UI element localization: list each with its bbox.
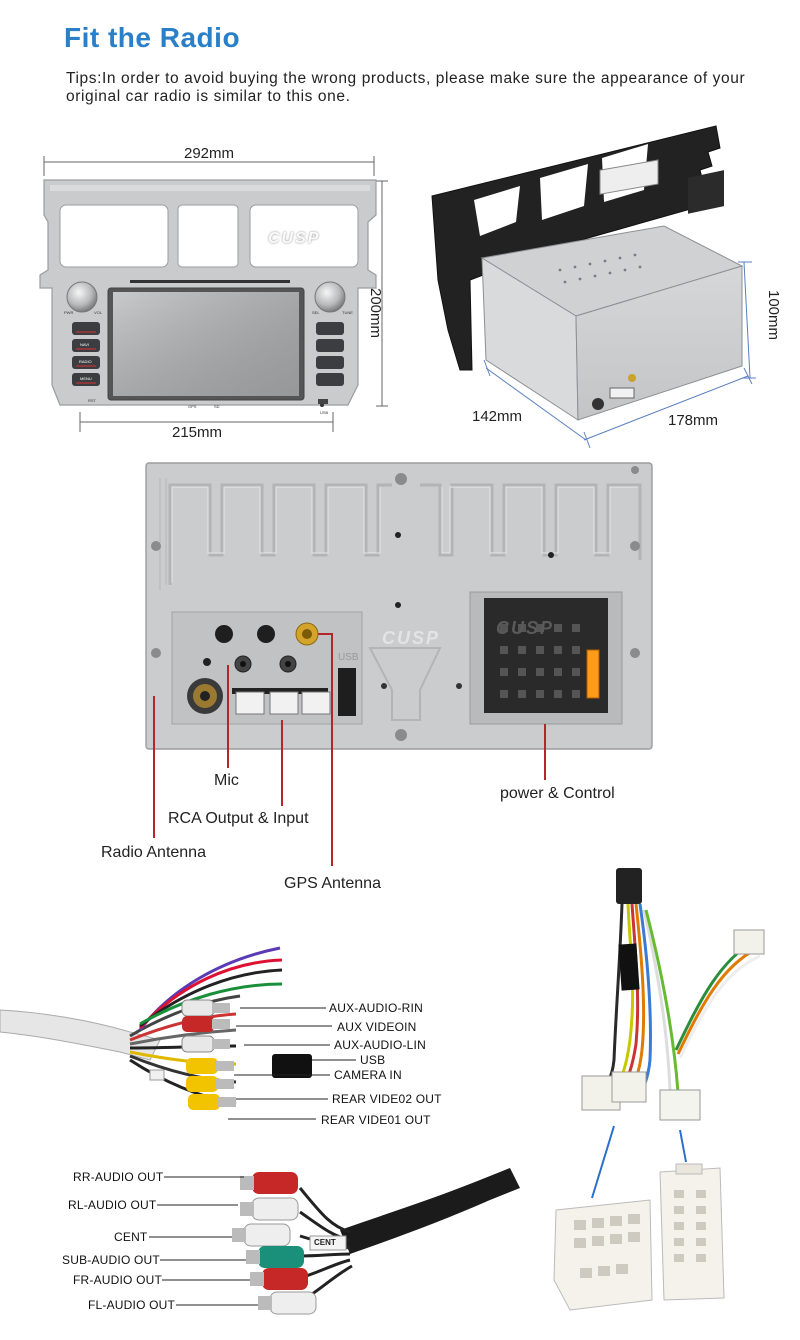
side-dimension-lines (483, 261, 756, 449)
mic-label: Mic (214, 772, 239, 789)
rca-cable-bottom (149, 1168, 520, 1315)
front-width-top-label: 292mm (184, 145, 235, 162)
back-usb-text: USB (338, 652, 359, 663)
cable-label-camera-in: CAMERA IN (334, 1068, 402, 1082)
front-label-vol: VOL (94, 310, 103, 315)
cable-label-rear-video1: REAR VIDE01 OUT (321, 1113, 431, 1127)
cable-label-fl-audio: FL-AUDIO OUT (88, 1298, 176, 1312)
front-label-sd: SD (214, 404, 220, 409)
cable-tag-cent: CENT (314, 1238, 336, 1247)
front-height-label: 200mm (367, 288, 384, 339)
cable-label-rr-audio: RR-AUDIO OUT (73, 1170, 164, 1184)
front-label-navi: NAVI (80, 342, 90, 347)
cable-label-rl-audio: RL-AUDIO OUT (68, 1198, 157, 1212)
front-radio-unit (39, 179, 377, 407)
power-harness (553, 868, 765, 1311)
back-brand-logo-right: CUSP (496, 618, 555, 638)
cable-label-aux-audio-rin: AUX-AUDIO-RIN (329, 1001, 423, 1015)
cable-label-usb: USB (360, 1053, 386, 1067)
cable-label-sub-audio: SUB-AUDIO OUT (62, 1253, 160, 1267)
back-callout-lines (153, 633, 546, 866)
back-brand-logo-left: CUSP (382, 628, 441, 648)
front-width-bottom-label: 215mm (172, 424, 223, 441)
front-label-pwr: PWR (64, 310, 74, 315)
rca-label: RCA Output & Input (168, 810, 309, 827)
cable-label-fr-audio: FR-AUDIO OUT (73, 1273, 163, 1287)
front-label-usb: USB (320, 410, 329, 415)
front-label-radio: RADIO (79, 359, 92, 364)
front-label-gps: GPS (188, 404, 197, 409)
side-depth-label: 142mm (472, 408, 523, 425)
cable-label-aux-videoin: AUX VIDEOIN (337, 1020, 417, 1034)
gps-antenna-label: GPS Antenna (284, 875, 381, 892)
front-width-dimension (43, 156, 388, 432)
side-radio-unit (431, 125, 744, 421)
radio-antenna-label: Radio Antenna (101, 844, 206, 861)
power-control-label: power & Control (500, 785, 615, 802)
front-label-tune: TUNE (342, 310, 353, 315)
tips-text: Tips:In order to avoid buying the wrong … (66, 70, 746, 105)
page-title: Fit the Radio (64, 22, 241, 53)
front-label-menu: MENU (80, 376, 92, 381)
cable-label-aux-audio-lin: AUX-AUDIO-LIN (334, 1038, 426, 1052)
front-label-sel: SEL (312, 310, 320, 315)
side-height-label: 100mm (765, 290, 782, 341)
cable-label-cent: CENT (114, 1230, 148, 1244)
front-brand-logo: CUSP (268, 230, 321, 247)
side-width-label: 178mm (668, 412, 719, 429)
front-label-rst: RST (88, 398, 96, 403)
back-panel (145, 462, 653, 750)
rca-cable-top (0, 946, 356, 1120)
cable-label-rear-video2: REAR VIDE02 OUT (332, 1092, 442, 1106)
